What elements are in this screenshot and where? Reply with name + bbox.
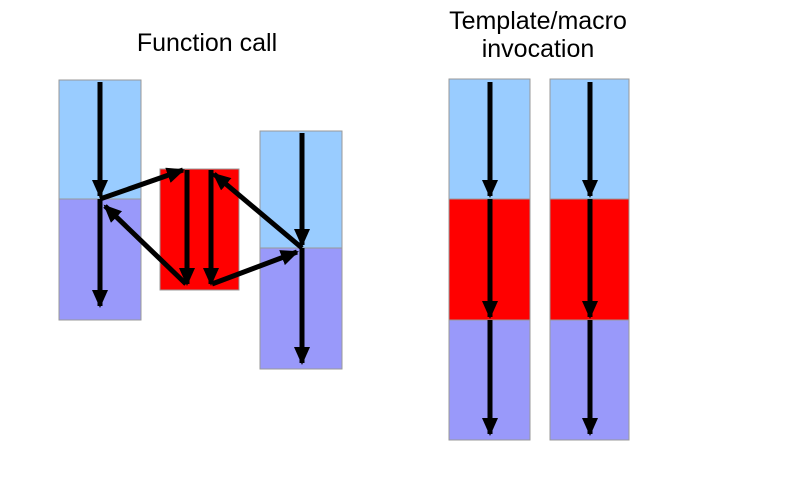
right-diagram-title: Template/macro invocation [438, 7, 638, 63]
fc-call2-arrow [212, 172, 304, 250]
right-diagram-title-line2: invocation [481, 35, 595, 63]
arrow-layer [92, 82, 598, 436]
right-diagram-title-line1: Template/macro [449, 7, 627, 35]
left-diagram-title: Function call [136, 29, 278, 57]
fc-return1-arrow [103, 204, 188, 286]
fc-call1-arrow [99, 167, 185, 202]
fc-return2-arrow [211, 249, 299, 287]
block-layer [58, 78, 630, 441]
